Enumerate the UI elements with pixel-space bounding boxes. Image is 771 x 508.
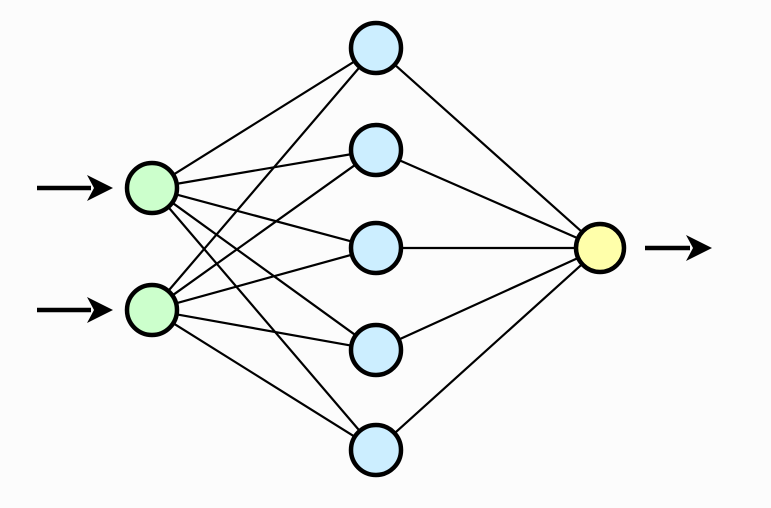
connection-edge-h1-o1 xyxy=(392,62,584,234)
input-arrow-head xyxy=(87,297,113,323)
output-arrow xyxy=(645,235,712,261)
node-i2[interactable] xyxy=(124,282,180,338)
node-h5[interactable] xyxy=(348,422,404,478)
input-arrow-head xyxy=(87,175,113,201)
connection-edge-h5-o1 xyxy=(392,262,585,436)
hidden-node-circle[interactable] xyxy=(348,322,404,378)
connection-edge-i2-h5 xyxy=(171,321,357,439)
input-node-circle[interactable] xyxy=(124,282,180,338)
nodes-group xyxy=(124,20,627,478)
hidden-node-circle[interactable] xyxy=(348,20,404,76)
input-arrow xyxy=(37,297,113,323)
connection-edge-h2-o1 xyxy=(396,158,581,240)
node-h4[interactable] xyxy=(348,322,404,378)
connection-edge-i1-h2 xyxy=(174,152,354,186)
connection-edge-i1-h4 xyxy=(170,200,358,338)
connection-edge-h4-o1 xyxy=(396,256,581,342)
input-node-circle[interactable] xyxy=(124,160,180,216)
arrows-group xyxy=(37,175,712,323)
hidden-node-circle[interactable] xyxy=(348,122,404,178)
connection-edge-i1-h3 xyxy=(174,193,354,243)
output-arrow-head xyxy=(686,235,712,261)
hidden-node-circle[interactable] xyxy=(348,220,404,276)
connection-edge-i1-h1 xyxy=(171,59,357,177)
connection-edge-i2-h4 xyxy=(174,313,354,347)
edges-group xyxy=(166,59,585,439)
node-i1[interactable] xyxy=(124,160,180,216)
connection-edge-i2-h3 xyxy=(174,253,354,305)
hidden-node-circle[interactable] xyxy=(348,422,404,478)
node-h2[interactable] xyxy=(348,122,404,178)
input-arrow xyxy=(37,175,113,201)
connection-edge-i2-h1 xyxy=(166,65,362,293)
connection-edge-i2-h2 xyxy=(170,162,358,298)
output-node-circle[interactable] xyxy=(573,221,627,275)
node-h3[interactable] xyxy=(348,220,404,276)
node-o1[interactable] xyxy=(573,221,627,275)
node-h1[interactable] xyxy=(348,20,404,76)
connection-edge-i1-h5 xyxy=(166,205,362,433)
